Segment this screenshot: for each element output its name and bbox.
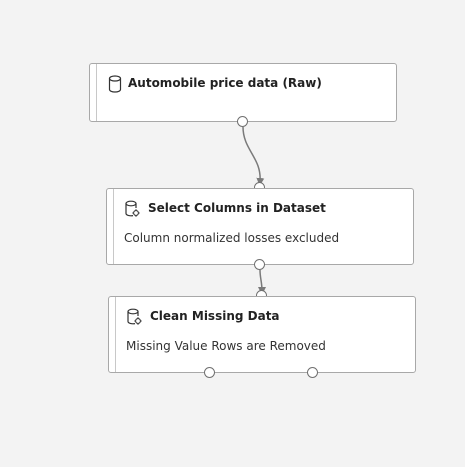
dataset-module-icon xyxy=(127,308,142,325)
module-title: Automobile price data (Raw) xyxy=(128,76,322,90)
module-title: Select Columns in Dataset xyxy=(148,201,326,215)
module-select-columns[interactable]: Select Columns in Dataset Column normali… xyxy=(106,188,414,265)
module-title: Clean Missing Data xyxy=(150,309,280,323)
output-port[interactable] xyxy=(254,259,265,270)
connection-raw-to-select[interactable] xyxy=(242,126,265,186)
output-port[interactable] xyxy=(237,116,248,127)
connection-select-to-clean[interactable] xyxy=(257,269,266,295)
module-clean-missing-data[interactable]: Clean Missing Data Missing Value Rows ar… xyxy=(108,296,416,373)
output-port-right[interactable] xyxy=(307,367,318,378)
dataset-icon xyxy=(108,75,122,93)
output-port-left[interactable] xyxy=(204,367,215,378)
module-automobile-price-data[interactable]: Automobile price data (Raw) xyxy=(89,63,397,122)
dataset-module-icon xyxy=(125,200,140,217)
module-description: Column normalized losses excluded xyxy=(124,231,340,245)
module-description: Missing Value Rows are Removed xyxy=(126,339,326,353)
